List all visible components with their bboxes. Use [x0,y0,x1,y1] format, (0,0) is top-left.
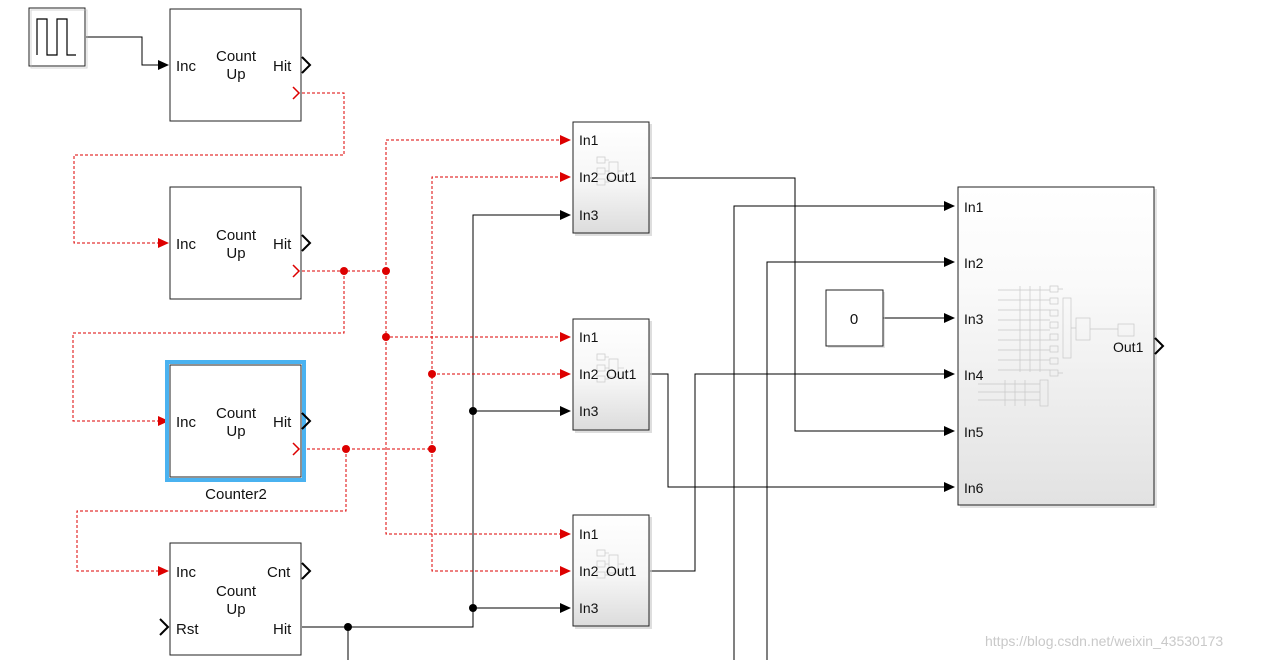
counter4-cnt-port-label: Cnt [267,564,291,581]
counter1-title-line2: Up [226,66,245,83]
big-in2-label: In2 [964,255,984,271]
logic2-in1-label: In1 [579,329,599,345]
counter-block-4[interactable]: Inc Rst Count Up Cnt Hit [159,542,312,656]
logic-subsystem-1[interactable]: In1 In2 In3 Out1 [572,121,652,236]
counter4-hit-port-label: Hit [273,621,292,638]
logic1-in2-label: In2 [579,169,599,185]
counter4-inc-port-label: Inc [176,564,197,581]
counter3-inc-port-label: Inc [176,414,197,431]
counter3-block-name[interactable]: Counter2 [205,486,267,503]
big-in3-label: In3 [964,311,984,327]
watermark-text: https://blog.csdn.net/weixin_43530173 [985,633,1223,649]
event-bus-to-block3-in1[interactable] [385,337,560,535]
signal-lines [86,36,944,660]
logic1-out1-label: Out1 [606,169,637,185]
counter3-hit-port-label: Hit [273,414,292,431]
logic3-in2-label: In2 [579,563,599,579]
signal-arrowheads [158,60,955,613]
large-logic-subsystem[interactable]: In1 In2 In3 In4 In5 In6 Out1 [957,186,1165,508]
pulse-generator-icon [36,18,76,56]
event-counter1-to-counter2[interactable] [73,92,345,244]
counter2-title-line2: Up [226,245,245,262]
big-out1-output-port[interactable] [1154,337,1165,355]
counter4-rst-port-label: Rst [176,621,199,638]
counter-block-2[interactable]: Inc Count Up Hit [169,186,312,300]
logic2-in3-label: In3 [579,403,599,419]
logic2-in2-label: In2 [579,366,599,382]
logic-subsystem-2-mini-diagram-icon [596,353,624,383]
logic3-out1-label: Out1 [606,563,637,579]
logic2-out1-label: Out1 [606,366,637,382]
event-arrowheads [158,135,571,576]
big-in4-label: In4 [964,367,984,383]
wire-counter4-hit[interactable] [302,214,560,628]
counter-block-1[interactable]: Inc Count Up Hit [169,8,312,122]
logic3-in3-label: In3 [579,600,599,616]
counter4-cnt-output-port[interactable] [301,562,312,580]
wire-block3-out1[interactable] [650,373,944,572]
logic-subsystem-1-mini-diagram-icon [596,156,624,186]
counter2-event-output-port[interactable] [292,264,301,278]
counter1-hit-port-label: Hit [273,58,292,75]
wire-pulse-to-counter1[interactable] [86,36,158,66]
event-counter3-hit[interactable] [302,176,560,450]
wire-big-in2[interactable] [766,261,944,660]
counter4-title-line1: Count [216,583,257,600]
event-counter2-to-counter3[interactable] [72,271,345,422]
counter2-hit-port-label: Hit [273,236,292,253]
big-out1-label: Out1 [1113,339,1144,355]
constant-block[interactable]: 0 [825,289,885,348]
logic3-in1-label: In1 [579,526,599,542]
event-counter2-hit[interactable] [302,139,560,272]
signal-junctions [344,407,477,631]
logic-subsystem-3[interactable]: In1 In2 In3 Out1 [572,514,652,629]
counter3-event-output-port[interactable] [292,442,301,456]
wire-block2-out1[interactable] [650,373,944,488]
constant-value: 0 [850,311,858,328]
event-bus-to-block3-in2[interactable] [431,449,560,572]
counter-block-3-selected[interactable]: Inc Count Up Hit Counter2 [165,360,312,503]
big-in5-label: In5 [964,424,984,440]
counter1-title-line1: Count [216,48,257,65]
big-in1-label: In1 [964,199,984,215]
counter4-rst-input-port[interactable] [159,618,170,636]
counter1-hit-output-port[interactable] [301,56,312,74]
event-counter3-to-counter4[interactable] [76,449,347,572]
counter3-hit-output-port[interactable] [301,412,312,430]
logic-subsystem-2[interactable]: In1 In2 In3 Out1 [572,318,652,433]
counter4-title-line2: Up [226,601,245,618]
large-subsystem-mini-diagram-icon [978,285,1135,407]
counter1-event-output-port[interactable] [292,86,301,100]
pulse-generator-block[interactable] [28,7,88,69]
counter2-title-line1: Count [216,227,257,244]
counter1-inc-port-label: Inc [176,58,197,75]
counter2-inc-port-label: Inc [176,236,197,253]
logic-subsystem-3-mini-diagram-icon [596,549,624,579]
counter2-hit-output-port[interactable] [301,234,312,252]
big-in6-label: In6 [964,480,984,496]
logic1-in1-label: In1 [579,132,599,148]
event-junctions [340,267,436,453]
counter3-title-line1: Count [216,405,257,422]
event-lines [72,92,560,572]
wire-big-in1[interactable] [733,205,944,660]
logic1-in3-label: In3 [579,207,599,223]
wire-block1-out1[interactable] [650,177,944,432]
counter3-title-line2: Up [226,423,245,440]
